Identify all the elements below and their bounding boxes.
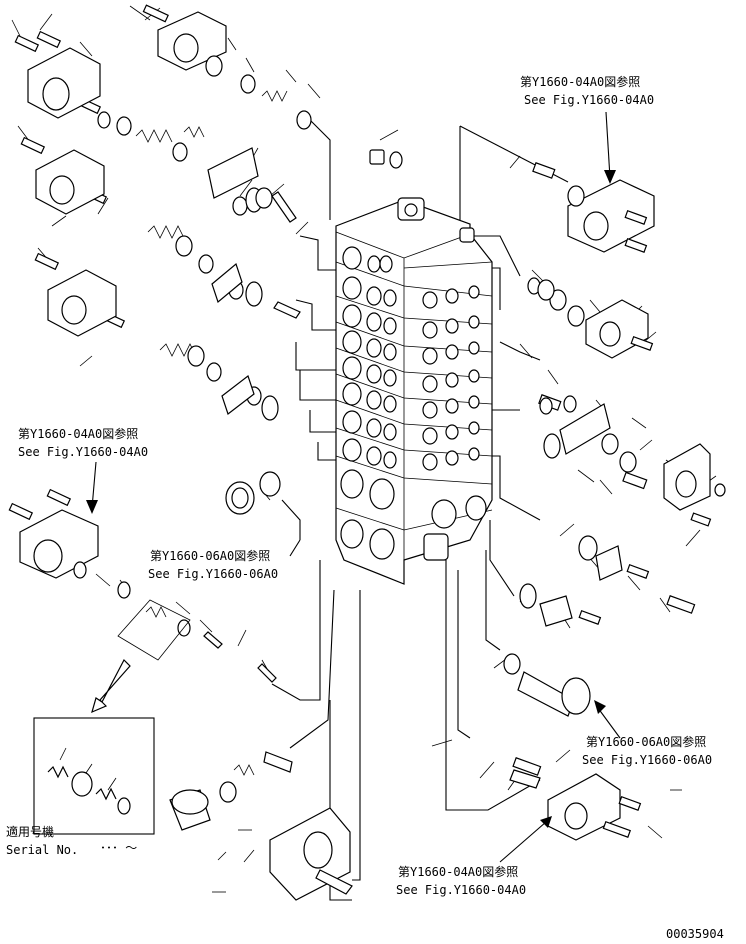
serial-detail-box [33, 717, 155, 835]
reference-right-low-jp: 第Y1660-06A0図参照 [586, 734, 706, 749]
reference-left-mid-jp: 第Y1660-04A0図参照 [18, 426, 138, 441]
serial-label-jp: 適用号機 [6, 824, 54, 839]
reference-bottom-center-en: See Fig.Y1660-04A0 [396, 883, 526, 897]
reference-top-right: 第Y1660-04A0図参照 See Fig.Y1660-04A0 [520, 74, 654, 184]
serial-label: 適用号機 Serial No. ･･･ ～ [6, 824, 137, 857]
reference-top-right-jp: 第Y1660-04A0図参照 [520, 74, 640, 89]
reference-right-low-en: See Fig.Y1660-06A0 [582, 753, 712, 767]
reference-right-low: 第Y1660-06A0図参照 See Fig.Y1660-06A0 [582, 700, 712, 767]
reference-center-mid: 第Y1660-06A0図参照 See Fig.Y1660-06A0 [148, 539, 301, 581]
reference-bottom-center-jp: 第Y1660-04A0図参照 [398, 864, 518, 879]
reference-left-mid: 第Y1660-04A0図参照 See Fig.Y1660-04A0 [18, 426, 148, 514]
reference-center-mid-jp: 第Y1660-06A0図参照 [150, 548, 270, 563]
reference-top-right-en: See Fig.Y1660-04A0 [524, 93, 654, 107]
reference-left-mid-en: See Fig.Y1660-04A0 [18, 445, 148, 459]
drawing-number: 00035904 [666, 927, 724, 941]
control-valve-block [335, 197, 493, 585]
parts-left-column [8, 4, 353, 901]
serial-label-en: Serial No. [6, 843, 78, 857]
serial-range: ･･･ ～ [100, 841, 137, 855]
reference-center-mid-en: See Fig.Y1660-06A0 [148, 567, 278, 581]
connection-leaders [271, 119, 569, 901]
parts-right-column [255, 149, 726, 841]
reference-bottom-center: 第Y1660-04A0図参照 See Fig.Y1660-04A0 [396, 816, 552, 897]
